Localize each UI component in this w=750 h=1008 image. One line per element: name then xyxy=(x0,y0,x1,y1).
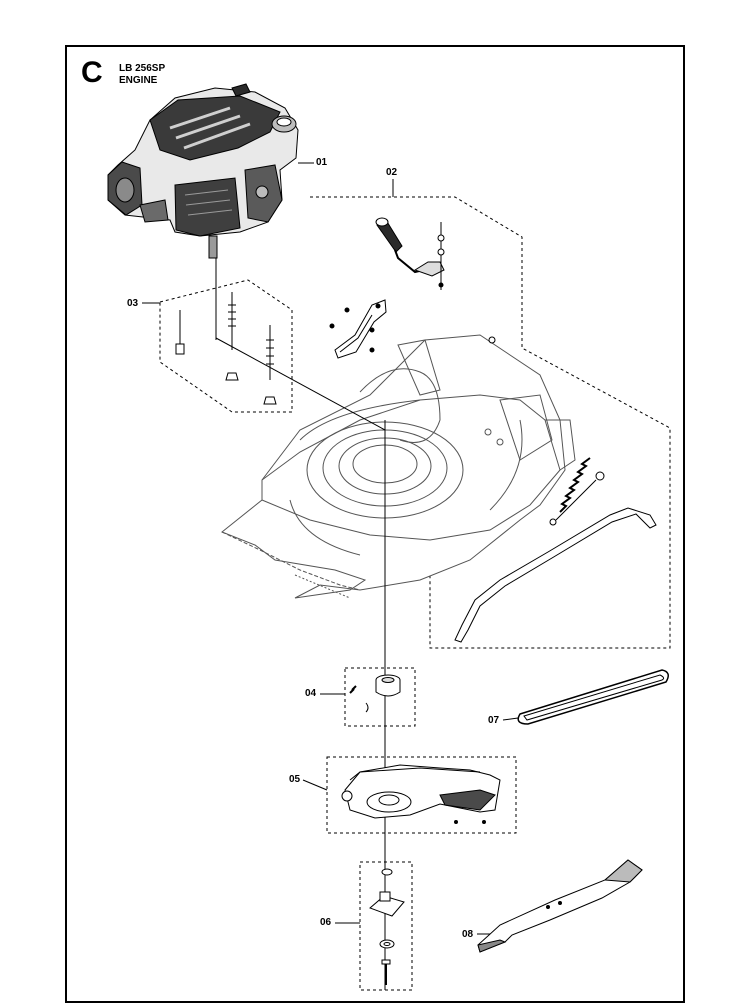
section-title: ENGINE xyxy=(119,74,158,86)
spring-part xyxy=(549,457,605,526)
callout-04: 04 xyxy=(305,688,317,699)
group-02-outline xyxy=(310,196,671,649)
group-06-outline xyxy=(359,861,413,991)
drive-belt-part xyxy=(517,669,669,725)
diagram-frame xyxy=(65,45,685,1003)
leader-07 xyxy=(502,717,519,721)
callout-05: 05 xyxy=(289,774,301,785)
model-title: LB 256SP ENGINE xyxy=(119,63,165,86)
callout-01: 01 xyxy=(316,157,328,168)
section-letter: C xyxy=(81,56,103,89)
group-04-outline xyxy=(344,667,416,727)
callout-02: 02 xyxy=(386,167,398,178)
callout-07: 07 xyxy=(488,715,500,726)
model-name: LB 256SP xyxy=(119,63,166,74)
height-bracket-part xyxy=(329,299,387,359)
adapter-part xyxy=(349,674,401,713)
callout-06: 06 xyxy=(320,917,332,928)
engine-part xyxy=(107,83,299,259)
blade-hub-part xyxy=(369,868,405,985)
bolts-part xyxy=(175,258,277,405)
group-03-outline xyxy=(159,279,293,413)
callout-08: 08 xyxy=(462,929,474,940)
drive-rod-part xyxy=(454,507,657,643)
blade-housing-part xyxy=(341,764,501,824)
control-knob-part xyxy=(375,217,445,290)
blade-part xyxy=(477,859,643,953)
leader-05 xyxy=(302,779,328,791)
group-05-outline xyxy=(326,756,517,834)
callout-03: 03 xyxy=(127,298,139,309)
mower-deck-part xyxy=(221,334,576,599)
